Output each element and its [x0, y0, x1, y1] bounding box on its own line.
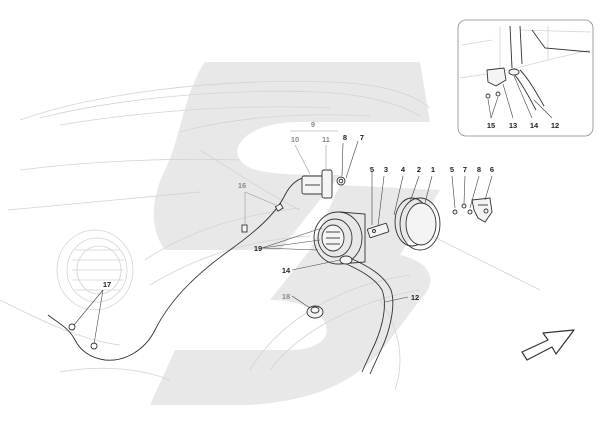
inset-bracket — [485, 67, 507, 99]
fuel-door-flap — [394, 197, 441, 251]
callout-17: 17 — [103, 280, 111, 289]
door-latch — [367, 222, 390, 239]
door-hinge — [471, 197, 493, 223]
callout-6: 6 — [490, 165, 494, 174]
callout-15: 15 — [487, 121, 495, 130]
inset-leaders — [487, 75, 553, 119]
release-actuator — [301, 169, 346, 199]
callout-8a: 8 — [343, 133, 347, 142]
callout-8b: 8 — [477, 165, 481, 174]
callout-19: 19 — [254, 244, 262, 253]
drain-hose — [339, 255, 394, 375]
callout-5a: 5 — [370, 165, 374, 174]
callout-13: 13 — [509, 121, 517, 130]
callout-10: 10 — [291, 135, 299, 144]
callout-labels: 9 10 11 8 7 5 3 4 2 1 5 7 8 6 16 19 14 1… — [103, 120, 559, 302]
callout-4: 4 — [401, 165, 406, 174]
callout-2: 2 — [417, 165, 421, 174]
watermark-logo — [150, 62, 440, 405]
detail-inset — [457, 19, 594, 137]
callout-14a: 14 — [282, 266, 291, 275]
leader-lines — [73, 140, 493, 345]
callout-9: 9 — [311, 120, 315, 129]
callout-1: 1 — [431, 165, 435, 174]
callout-12a: 12 — [411, 293, 419, 302]
callout-11: 11 — [322, 135, 330, 144]
callout-5b: 5 — [450, 165, 454, 174]
callout-3: 3 — [384, 165, 388, 174]
grommet — [306, 305, 324, 319]
filler-housing — [313, 211, 366, 265]
direction-arrow-icon — [521, 329, 575, 361]
callout-16: 16 — [238, 181, 246, 190]
release-cable — [47, 177, 306, 361]
inset-hose — [508, 68, 545, 111]
callout-7b: 7 — [463, 165, 467, 174]
callout-7a: 7 — [360, 133, 364, 142]
callout-14b: 14 — [530, 121, 539, 130]
callout-12b: 12 — [551, 121, 559, 130]
hinge-screws — [452, 203, 473, 215]
side-vent-icon — [56, 229, 134, 311]
callout-18: 18 — [282, 292, 290, 301]
callout-bracket-9 — [290, 130, 338, 175]
inset-body-panels — [459, 25, 591, 79]
